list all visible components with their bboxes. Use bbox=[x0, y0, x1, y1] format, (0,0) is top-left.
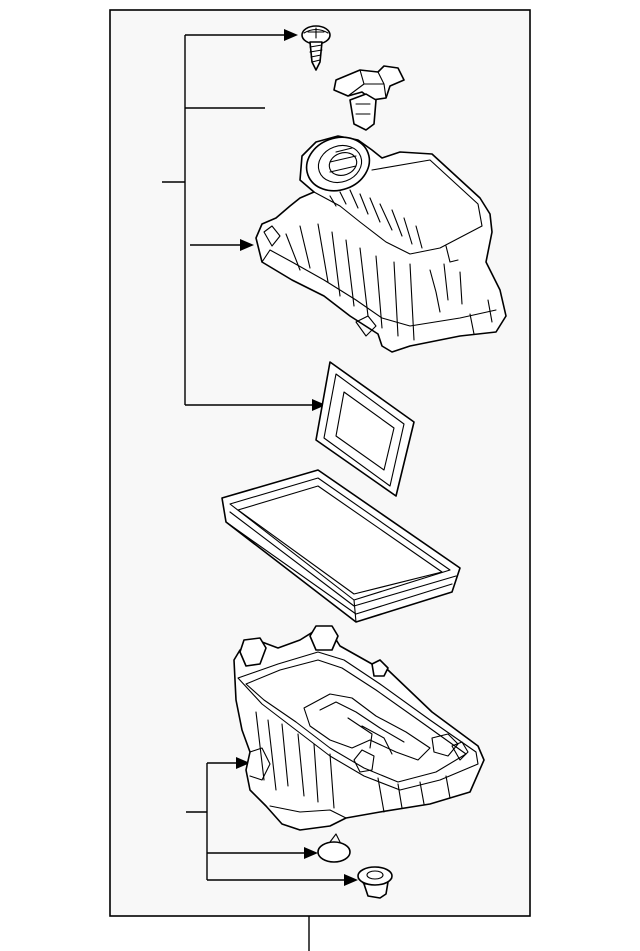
screw-part bbox=[301, 25, 331, 71]
bracket-clip-part bbox=[333, 65, 405, 131]
gasket-seal-part bbox=[315, 361, 415, 497]
grommet-part bbox=[317, 833, 351, 863]
mounting-bushing-part bbox=[357, 866, 393, 899]
upper-housing-cover-part bbox=[255, 135, 507, 353]
lower-leader-group bbox=[186, 757, 358, 886]
lower-housing-case-part bbox=[233, 625, 485, 831]
air-filter-element-part bbox=[221, 469, 461, 623]
upper-leader-group bbox=[162, 29, 326, 411]
